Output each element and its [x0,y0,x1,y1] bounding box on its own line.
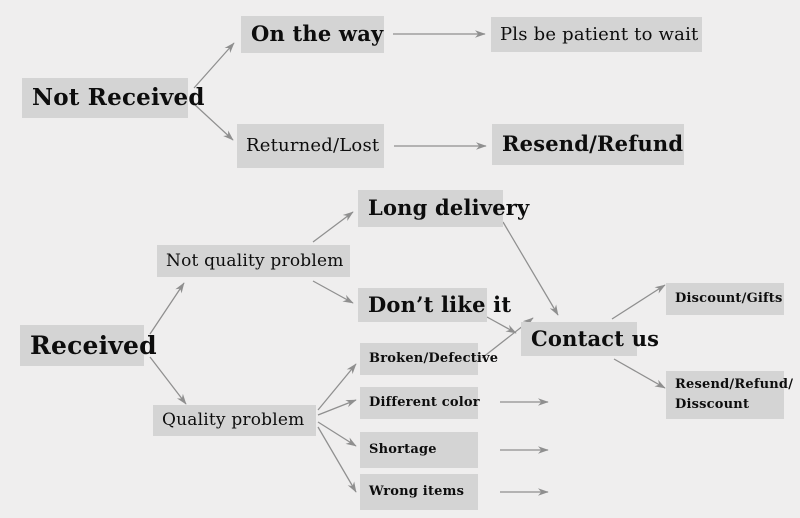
node-label: Long delivery [368,195,530,221]
arrow-quality-problem-to-wrong-items [317,426,357,493]
arrow-contact-us-to-resend-refund-discount [613,358,666,389]
node-label: Discount/Gifts [675,290,783,306]
node-discount-gifts[interactable]: Discount/Gifts [666,283,784,315]
node-wrong-items[interactable]: Wrong items [360,474,478,510]
node-label: Don’t like it [368,291,512,317]
arrow-received-to-quality-problem [149,356,187,405]
node-label: Different color [369,394,480,410]
node-pls-be-patient-to-wait[interactable]: Pls be patient to wait [491,17,702,52]
arrow-not-received-to-on-the-way [193,42,235,89]
node-returned-lost[interactable]: Returned/Lost [237,124,384,168]
node-label: Received [30,331,157,360]
arrow-not-quality-problem-to-dont-like-it [312,280,354,304]
node-label: Contact us [531,325,660,351]
node-broken-defective[interactable]: Broken/Defective [360,343,498,375]
node-different-color[interactable]: Different color [360,387,480,419]
node-label: Not Received [32,83,205,111]
node-label: On the way [251,21,384,47]
node-label: Not quality problem [166,250,344,271]
node-label-line-2: Disscount [675,397,750,412]
node-label: Shortage [369,441,437,457]
node-shortage[interactable]: Shortage [360,432,478,468]
node-not-received[interactable]: Not Received [22,78,204,118]
node-quality-problem[interactable]: Quality problem [153,405,316,436]
arrow-quality-problem-to-shortage [317,421,357,447]
node-on-the-way[interactable]: On the way [241,16,384,53]
node-label: Broken/Defective [369,350,499,366]
node-label: Returned/Lost [246,135,380,157]
arrow-contact-us-to-discount-gifts [611,284,666,320]
arrow-dont-like-it-to-contact-us [486,316,517,334]
node-label-line-1: Resend/Refund/ [675,376,794,392]
node-received[interactable]: Received [20,325,157,366]
node-label: Resend/Refund [502,131,684,157]
arrow-quality-problem-to-broken-defective [317,363,357,411]
node-label: Wrong items [369,483,465,499]
node-contact-us[interactable]: Contact us [521,322,659,356]
node-resend-refund-disscount[interactable]: Resend/Refund/ Disscount [666,371,793,419]
node-label: Pls be patient to wait [500,23,699,45]
node-not-quality-problem[interactable]: Not quality problem [157,245,350,277]
node-dont-like-it[interactable]: Don’t like it [358,288,511,322]
arrow-quality-problem-to-different-color [317,399,357,416]
node-long-delivery[interactable]: Long delivery [358,190,529,227]
arrow-not-quality-problem-to-long-delivery [312,211,354,243]
node-resend-refund[interactable]: Resend/Refund [492,124,684,165]
node-label: Quality problem [162,410,305,431]
arrow-received-to-not-quality-problem [149,282,185,335]
